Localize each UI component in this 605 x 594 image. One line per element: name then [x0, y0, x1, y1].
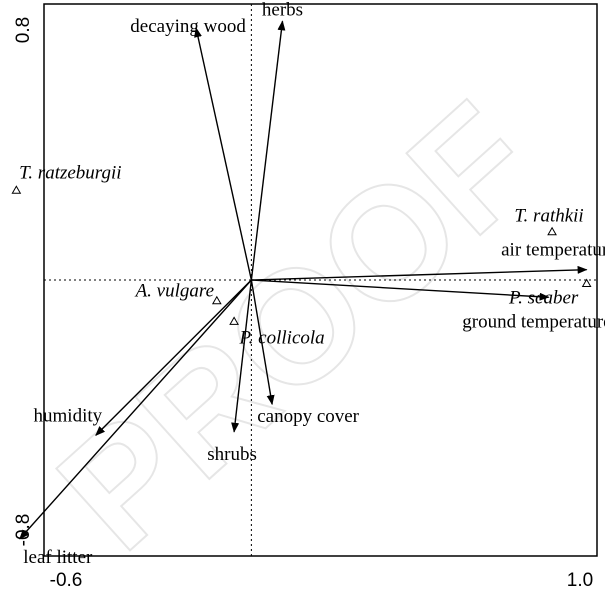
vectors-layer: decaying wood herbs air temperature ground … [19, 0, 605, 568]
species-label-a-vulgare: A. vulgare [134, 281, 214, 302]
vector-arrow-canopy-cover [250, 279, 275, 406]
vector-arrow-herbs [250, 20, 286, 281]
species-point-t-rathkii [547, 226, 557, 236]
vector-label-canopy-cover: canopy cover [257, 406, 359, 427]
species-label-t-rathkii: T. rathkii [514, 206, 583, 227]
vector-label-herbs: herbs [262, 0, 303, 20]
x-tick-label-max: 1.0 [567, 570, 593, 591]
vector-arrow-decaying-wood [194, 27, 253, 281]
vector-arrow-humidity [95, 279, 252, 436]
species-point-t-ratzeburgii [11, 185, 22, 194]
vector-label-humidity: humidity [34, 405, 103, 426]
y-tick-label-max: 0.8 [13, 17, 34, 43]
vector-arrow-air-temperature [251, 265, 588, 281]
vector-label-shrubs: shrubs [207, 444, 257, 465]
vector-arrow-leaf-litter [19, 279, 252, 540]
vector-label-ground-temperature: ground temperature [462, 311, 605, 332]
species-label-t-ratzeburgii: T. ratzeburgii [19, 162, 121, 183]
vector-arrow-ground-temperature [251, 279, 550, 301]
vector-arrow-shrubs [231, 279, 253, 433]
species-layer: T. ratzeburgii T. rathkii P. scaber A. vulg… [11, 162, 592, 348]
y-tick-label-min: -0.8 [13, 514, 34, 547]
x-tick-label-min: -0.6 [50, 570, 83, 591]
species-point-p-collicola [229, 316, 239, 325]
species-point-a-vulgare [211, 295, 222, 305]
species-label-p-collicola: P. collicola [239, 327, 325, 348]
vector-label-air-temperature: air temperature [501, 240, 605, 261]
vector-label-leaf-litter: leaf litter [23, 547, 93, 568]
vector-label-decaying-wood: decaying wood [130, 16, 246, 37]
species-point-p-scaber [581, 278, 592, 287]
species-label-p-scaber: P. scaber [508, 287, 579, 308]
